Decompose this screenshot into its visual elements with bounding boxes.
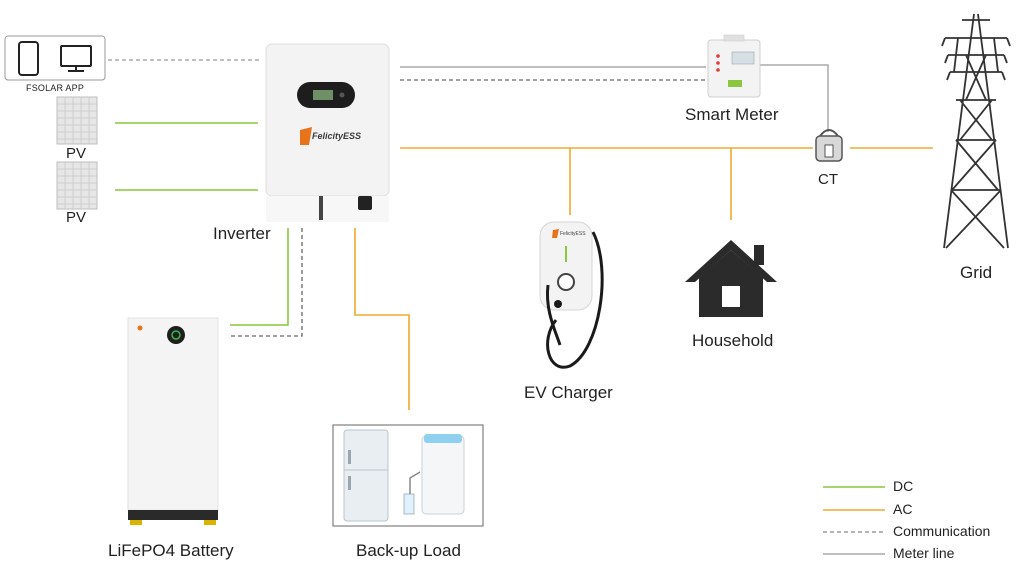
pv1-label: PV — [66, 145, 87, 162]
legend-ac-label: AC — [893, 501, 913, 517]
pv-panel-1 — [56, 96, 98, 145]
meter-line-meter-ct — [760, 64, 829, 132]
backup-load-label: Back-up Load — [356, 541, 461, 560]
dc-line-battery — [230, 228, 289, 326]
fridge-icon — [343, 429, 389, 522]
ev-cable — [546, 231, 604, 369]
app-devices — [4, 35, 106, 81]
house-icon — [685, 240, 777, 317]
smart-meter-label: Smart Meter — [685, 105, 779, 124]
app-label: FSOLAR APP — [26, 83, 85, 93]
ct-clamp-icon — [815, 129, 843, 162]
smart-meter-device — [707, 34, 761, 98]
battery-device — [127, 317, 219, 525]
purifier-icon — [421, 435, 465, 515]
monitor-icon — [60, 45, 92, 67]
phone-icon — [18, 41, 39, 76]
ev-charger-label: EV Charger — [524, 383, 613, 402]
pv2-label: PV — [66, 209, 87, 226]
glass-icon — [403, 493, 415, 515]
ev-charger-device — [539, 221, 604, 369]
grid-label: Grid — [960, 263, 993, 282]
legend-dc-label: DC — [893, 478, 914, 494]
brand-logo-icon — [300, 127, 312, 145]
inverter-device — [265, 43, 390, 222]
legend-comm-label: Communication — [893, 523, 991, 539]
pv-panel-2 — [56, 161, 98, 210]
ac-line-backup — [354, 228, 410, 410]
legend-meter-label: Meter line — [893, 545, 955, 561]
grid-tower-icon — [941, 13, 1011, 249]
inverter-label: Inverter — [213, 224, 271, 243]
battery-label: LiFePO4 Battery — [108, 541, 234, 560]
ct-label: CT — [818, 171, 838, 188]
backup-load-image — [332, 424, 484, 527]
household-label: Household — [692, 331, 774, 350]
inverter-brand-label: FelicityESS — [312, 131, 362, 141]
ev-brand-label: FelicityESS — [560, 231, 586, 237]
comm-line-battery — [230, 228, 303, 337]
